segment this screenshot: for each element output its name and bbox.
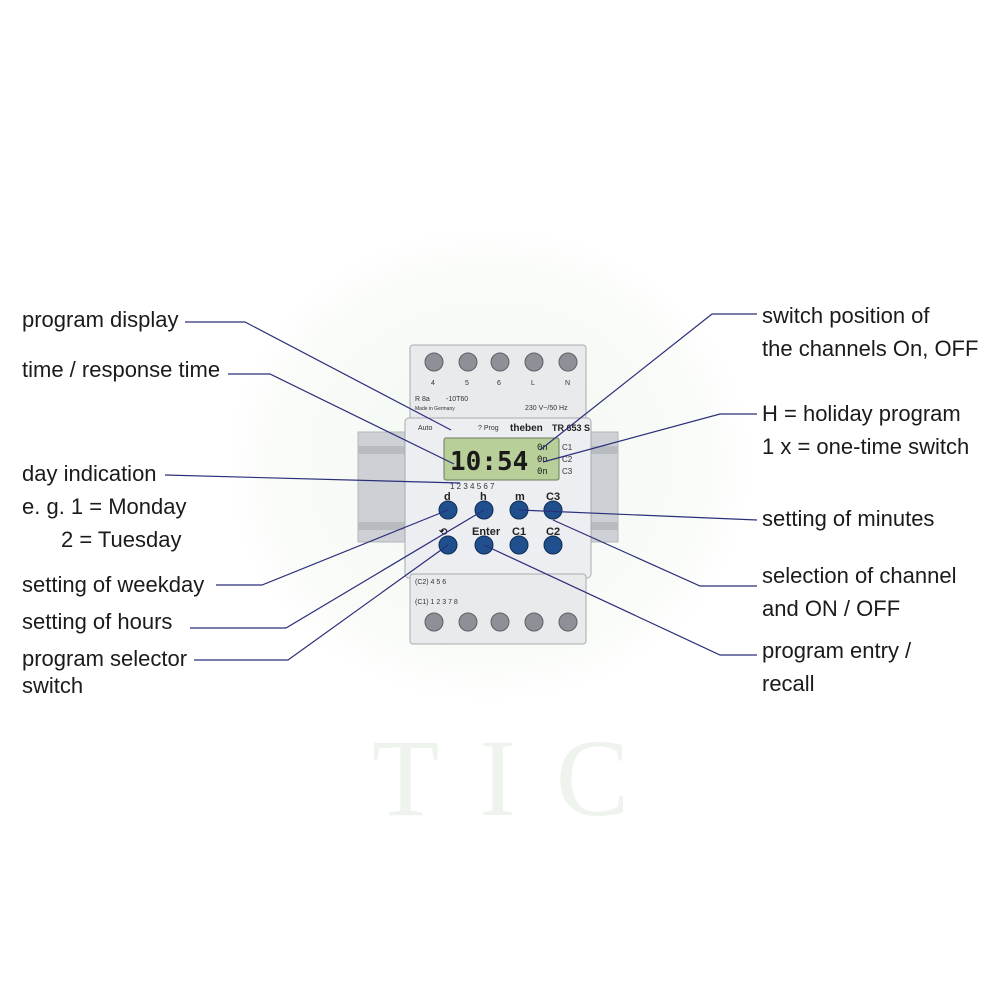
label-channel: selection of channel and ON / OFF (762, 563, 957, 621)
leader-selector (194, 544, 449, 661)
wiring-top-text: (C2) 4 5 6 (415, 579, 446, 586)
svg-text:0n: 0n (537, 455, 548, 465)
label-response-time: time / response time (22, 357, 221, 382)
button-label: h (480, 491, 487, 503)
day-numbers: 1 2 3 4 5 6 7 (450, 482, 495, 491)
leader-minutes (518, 509, 758, 521)
watermark-text: TIC (372, 717, 670, 839)
origin-text: Made in Germany (415, 406, 455, 412)
label-minutes: setting of minutes (762, 506, 935, 531)
c3-button[interactable] (543, 500, 563, 520)
leader-weekday (216, 509, 449, 586)
label-hours: setting of hours (22, 609, 173, 634)
leader-response-time (228, 373, 455, 465)
label-program-display: program display (22, 307, 179, 332)
button-label: C3 (546, 491, 560, 503)
wiring-bottom-text: (C1) 1 2 3 7 8 (415, 599, 458, 606)
label-switch-position: switch position of the channels On, OFF (762, 303, 979, 361)
label-holiday: H = holiday program 1 x = one-time switc… (762, 401, 970, 459)
terminal-label: N (565, 380, 570, 387)
leader-channel (552, 519, 757, 587)
channel-mark: C2 (562, 455, 573, 464)
leader-holiday (542, 413, 757, 463)
channel-mark: C3 (562, 467, 573, 476)
button-label: m (515, 491, 525, 503)
model-label: TR 653 S (552, 423, 590, 433)
svg-text:0n: 0n (537, 467, 548, 477)
button-label: C2 (546, 526, 560, 538)
c1-button[interactable] (509, 535, 529, 555)
terminal-label: 4 (431, 380, 435, 387)
terminal-label: L (531, 380, 535, 387)
button-label: Enter (472, 526, 501, 538)
label-day-indication: day indication e. g. 1 = Monday 2 = Tues… (22, 461, 187, 552)
leader-program-display (185, 321, 452, 431)
bottom-terminal-screws (424, 612, 578, 632)
label-weekday: setting of weekday (22, 572, 205, 597)
leader-hours (190, 509, 485, 629)
rating-text: R 8a (415, 396, 430, 403)
terminal-label: 5 (465, 380, 469, 387)
terminal-label: 6 (497, 380, 501, 387)
label-entry: program entry / recall (762, 638, 912, 696)
channel-mark: C1 (562, 443, 573, 452)
leader-entry (483, 544, 757, 656)
top-terminal-screws (424, 352, 578, 372)
code-text: -10T60 (446, 396, 468, 403)
lcd-time: 10:54 (450, 447, 528, 477)
button-label: d (444, 491, 451, 503)
prog-label: ? Prog (478, 425, 499, 432)
supply-text: 230 V~/50 Hz (525, 405, 568, 412)
c2-button[interactable] (543, 535, 563, 555)
selector-symbol: ⟲ (439, 527, 448, 538)
leader-day-indication (164, 474, 461, 484)
button-label: C1 (512, 526, 526, 538)
brand-logo: theben (510, 423, 543, 434)
leader-switch-position (539, 313, 757, 451)
mode-label: Auto (418, 425, 433, 432)
label-selector: program selector switch (22, 646, 188, 698)
